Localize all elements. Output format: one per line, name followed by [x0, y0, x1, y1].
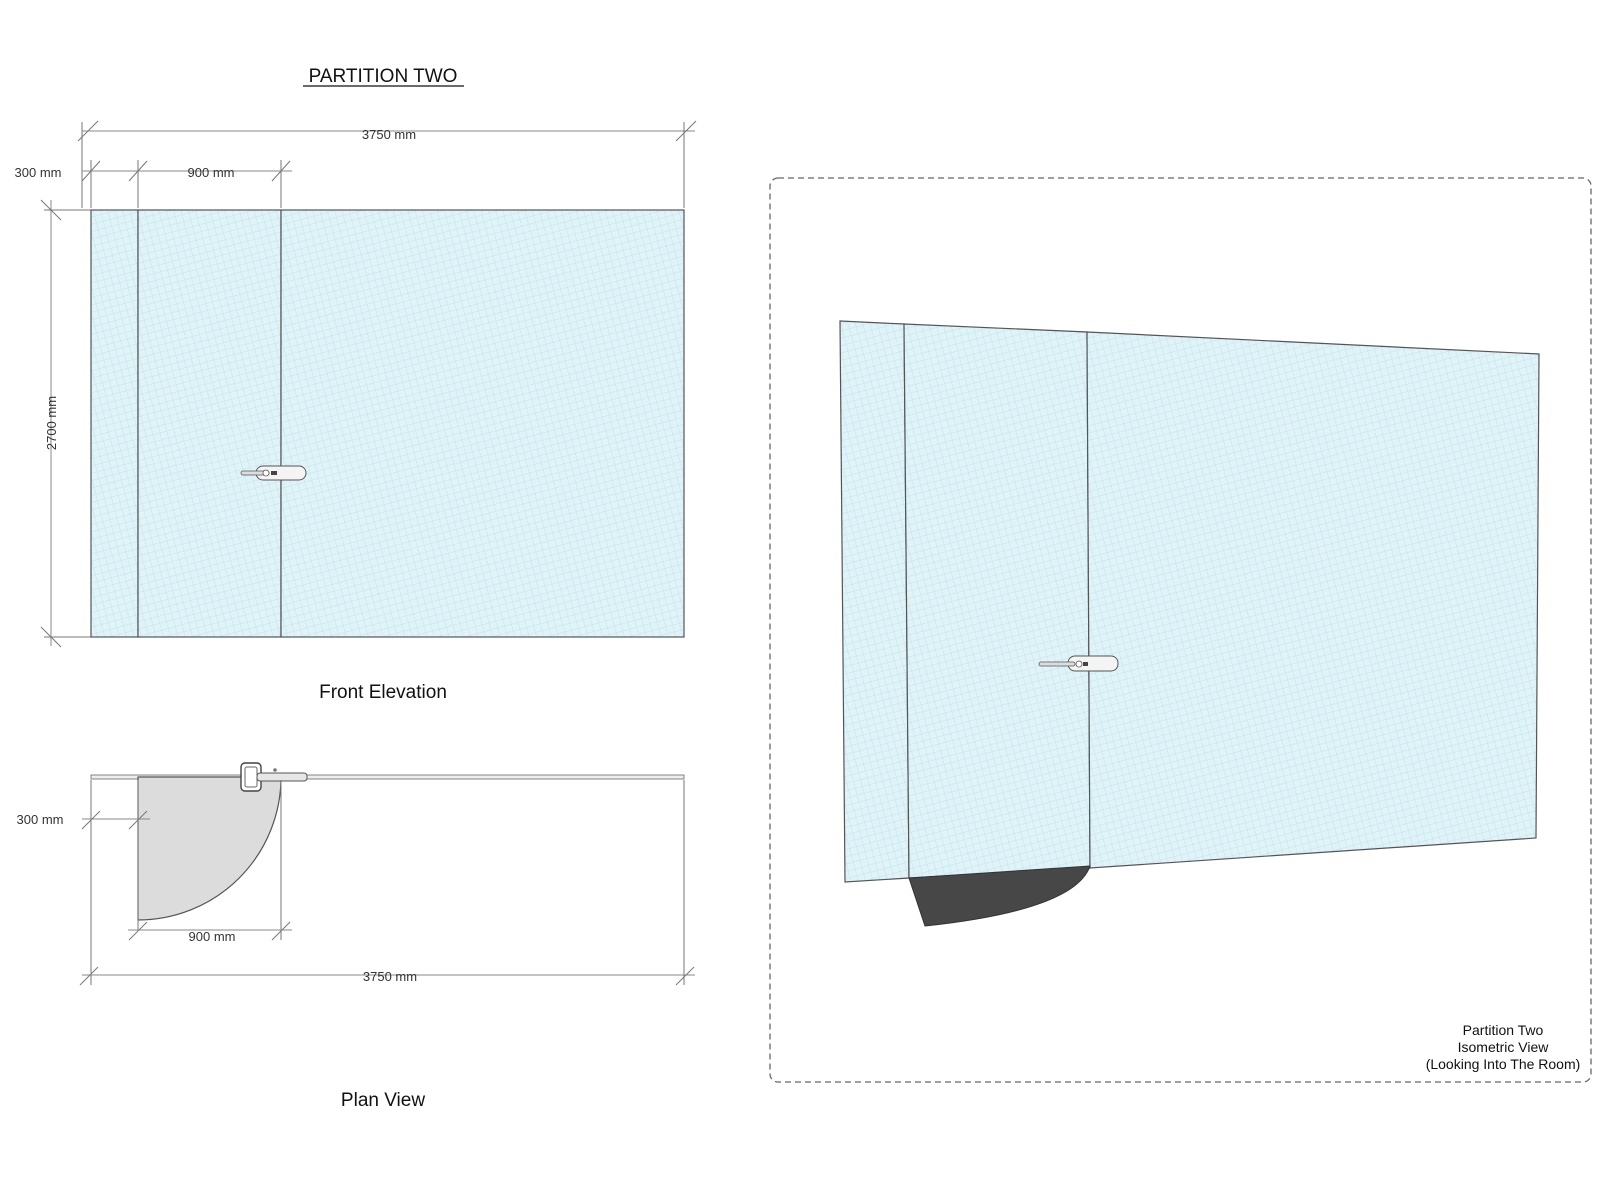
side-glass-panel	[90, 209, 139, 638]
isometric-view	[839, 320, 1540, 927]
plan-view-caption: Plan View	[341, 1090, 425, 1111]
iso-door-handle-icon	[1038, 655, 1119, 672]
iso-glass-door	[903, 323, 1091, 879]
isometric-caption-line2: Isometric View	[1458, 1039, 1550, 1055]
isometric-caption-line3: (Looking Into The Room)	[1426, 1056, 1581, 1072]
plan-handle-icon	[240, 762, 308, 792]
glass-door	[137, 209, 282, 638]
door-swing-arc	[137, 776, 282, 921]
isometric-frame	[769, 177, 1592, 1083]
iso-side-glass-panel	[839, 320, 910, 883]
front-elevation-caption: Front Elevation	[319, 682, 447, 703]
plan-overall-width-label: 3750 mm	[363, 969, 417, 984]
plan-view: 300 mm 900 mm 3750 mm	[17, 762, 695, 986]
plan-glass-line	[90, 774, 685, 780]
page-title: PARTITION TWO	[309, 66, 458, 87]
front-overall-width-label: 3750 mm	[362, 127, 416, 142]
iso-door-swing-shadow	[908, 865, 1091, 927]
iso-fixed-glass-panel	[1086, 331, 1540, 869]
fixed-glass-panel	[280, 209, 685, 638]
plan-door-width-label: 900 mm	[189, 929, 236, 944]
front-side-panel-label: 300 mm	[15, 165, 62, 180]
isometric-caption-line1: Partition Two	[1463, 1022, 1544, 1038]
front-elevation: 3750 mm 300 mm 900 mm 2700 mm	[15, 120, 697, 648]
front-door-width-label: 900 mm	[188, 165, 235, 180]
door-handle-icon	[240, 465, 307, 481]
plan-side-panel-label: 300 mm	[17, 812, 64, 827]
front-height-label: 2700 mm	[44, 396, 59, 450]
